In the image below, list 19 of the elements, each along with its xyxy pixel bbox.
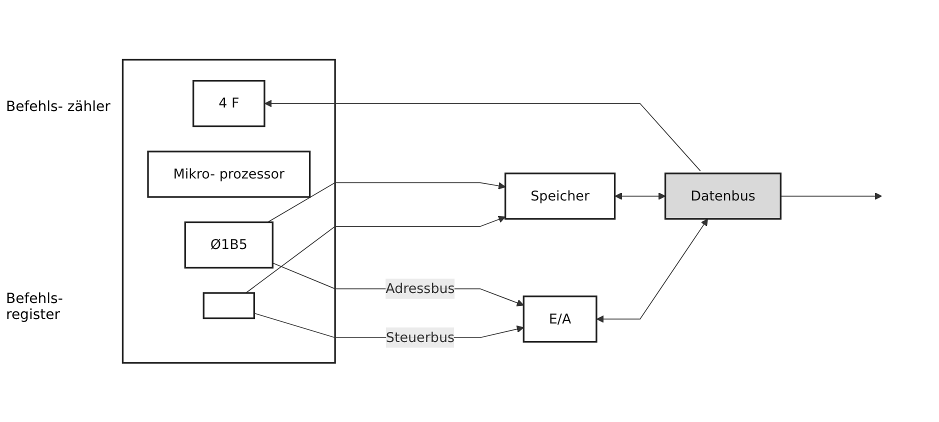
arrow [264, 100, 701, 172]
cluster [122, 58, 336, 364]
arrow [614, 192, 666, 200]
node-box: Datenbus [664, 172, 782, 220]
side-label: Befehls- zähler [6, 99, 112, 115]
arrow [267, 182, 506, 222]
node-box: Ø1B5 [184, 221, 274, 268]
side-label: Befehls- register [6, 291, 64, 323]
arrow [245, 215, 506, 294]
arrow [780, 192, 882, 200]
arrow [596, 218, 708, 322]
node-box: 4 F [192, 80, 266, 127]
node-box: Mikro- prozessor [147, 150, 311, 198]
node-box [202, 292, 255, 319]
arrow [272, 262, 524, 306]
edge-label: Adressbus [386, 280, 455, 296]
node-box: E/A [522, 295, 598, 342]
edge-label: Steuerbus [386, 328, 454, 345]
node-box: Speicher [504, 172, 616, 220]
